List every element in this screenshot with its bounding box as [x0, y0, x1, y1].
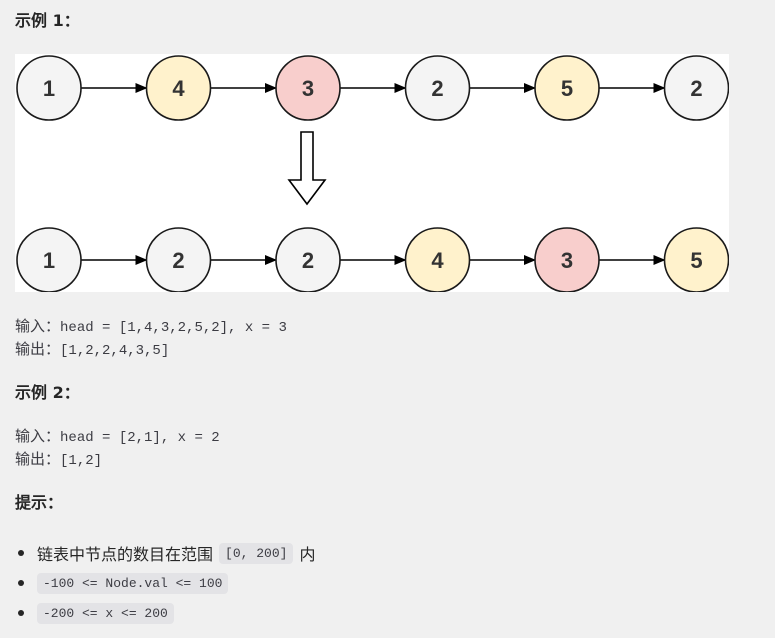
example-2-io: 输入：head = [2,1], x = 2 输出：[1,2]: [15, 426, 220, 472]
list-node: [145, 227, 212, 292]
top-row: 1 4 3 2 5 2: [16, 55, 729, 121]
list-node-label: 5: [561, 76, 573, 101]
list-node: [663, 55, 729, 121]
input-value: head = [2,1], x = 2: [60, 430, 220, 446]
bullet-icon: [18, 550, 24, 556]
bullet-icon: [18, 580, 24, 586]
hint-item: -200 <= x <= 200: [15, 598, 315, 628]
example-1-output: 输出：[1,2,2,4,3,5]: [15, 339, 287, 362]
output-label: 输出：: [15, 340, 61, 358]
list-node: [16, 227, 82, 292]
hints-title: 提示：: [15, 493, 64, 512]
list-node: [16, 55, 82, 121]
list-node: [145, 55, 212, 121]
list-node: [275, 55, 341, 121]
list-node-label: 2: [690, 76, 702, 101]
output-value: [1,2]: [60, 453, 103, 469]
input-value: head = [1,4,3,2,5,2], x = 3: [60, 320, 287, 336]
example-2-title: 示例 2：: [15, 383, 80, 402]
list-node: [663, 227, 729, 292]
output-label: 输出：: [15, 450, 61, 468]
transform-arrow-icon: [287, 131, 327, 206]
example-1-title: 示例 1：: [15, 11, 80, 30]
list-node-label: 2: [431, 76, 443, 101]
hint-text: 内: [299, 545, 316, 564]
input-label: 输入：: [15, 317, 61, 335]
list-node: [404, 55, 471, 121]
list-node-label: 3: [561, 248, 573, 273]
list-node-label: 1: [43, 248, 55, 273]
list-node-label: 2: [172, 248, 184, 273]
hint-item: -100 <= Node.val <= 100: [15, 568, 315, 598]
hints-list: 链表中节点的数目在范围 [0, 200] 内 -100 <= Node.val …: [15, 538, 315, 628]
list-node-label: 4: [431, 248, 444, 273]
bullet-icon: [18, 610, 24, 616]
list-node-label: 4: [172, 76, 185, 101]
list-node: [275, 227, 341, 292]
bottom-row: 1 2 2 4 3 5: [16, 227, 729, 292]
linked-list-diagram-svg: 1 4 3 2 5 2 1 2 2 4 3 5: [16, 55, 729, 292]
output-value: [1,2,2,4,3,5]: [60, 343, 170, 359]
example-1-input: 输入：head = [1,4,3,2,5,2], x = 3: [15, 316, 287, 339]
hint-item: 链表中节点的数目在范围 [0, 200] 内: [15, 538, 315, 568]
hint-text: 链表中节点的数目在范围: [37, 545, 214, 564]
example-2-input: 输入：head = [2,1], x = 2: [15, 426, 220, 449]
example-1-io: 输入：head = [1,4,3,2,5,2], x = 3 输出：[1,2,2…: [15, 316, 287, 362]
list-node: [404, 227, 471, 292]
list-node: [534, 55, 600, 121]
list-node-label: 3: [302, 76, 314, 101]
list-node-label: 5: [690, 248, 702, 273]
list-node-label: 1: [43, 76, 55, 101]
input-label: 输入：: [15, 427, 61, 445]
list-node-label: 2: [302, 248, 314, 273]
example-2-output: 输出：[1,2]: [15, 449, 220, 472]
hint-code: -100 <= Node.val <= 100: [37, 572, 229, 594]
linked-list-diagram: 1 4 3 2 5 2 1 2 2 4 3 5: [15, 54, 729, 292]
hint-code: -200 <= x <= 200: [37, 602, 174, 624]
hint-code: [0, 200]: [219, 542, 294, 564]
list-node: [534, 227, 600, 292]
